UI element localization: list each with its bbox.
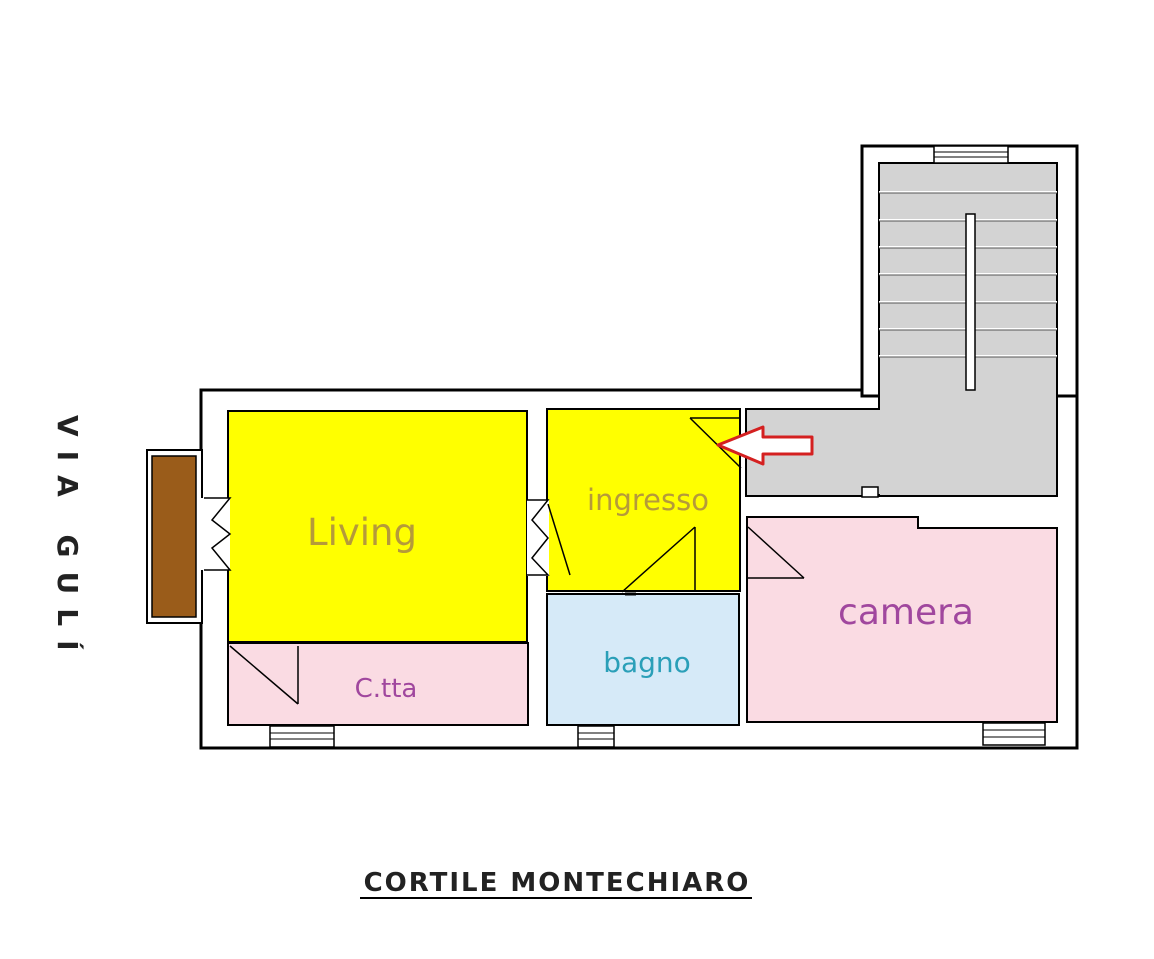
window-camera	[982, 722, 1046, 746]
label-living: Living	[307, 511, 417, 554]
room-ingresso	[546, 408, 741, 592]
label-bagno: bagno	[603, 646, 691, 679]
window-stair	[933, 145, 1009, 164]
stair-handrail	[965, 213, 976, 391]
door-ingresso-bagno	[621, 526, 696, 596]
label-camera: camera	[838, 592, 974, 633]
door-ingresso-landing	[689, 417, 742, 469]
label-street: VIA GULÍ	[51, 415, 85, 664]
door-living-balcony	[200, 497, 232, 571]
label-courtyard: CORTILE MONTECHIARO	[364, 868, 751, 898]
room-bagno	[546, 593, 740, 726]
room-cucinotta	[227, 642, 529, 726]
door-ingresso-camera	[747, 526, 805, 579]
room-camera	[746, 516, 1058, 723]
label-ingresso: ingresso	[587, 483, 709, 517]
balcony	[146, 449, 203, 624]
arrow-left-icon	[716, 425, 814, 466]
window-bagno	[577, 725, 615, 748]
window-cucinotta	[269, 725, 335, 748]
label-cucinotta: C.tta	[355, 674, 418, 704]
door-living-ingresso	[527, 499, 571, 576]
door-cucinotta	[229, 645, 299, 705]
